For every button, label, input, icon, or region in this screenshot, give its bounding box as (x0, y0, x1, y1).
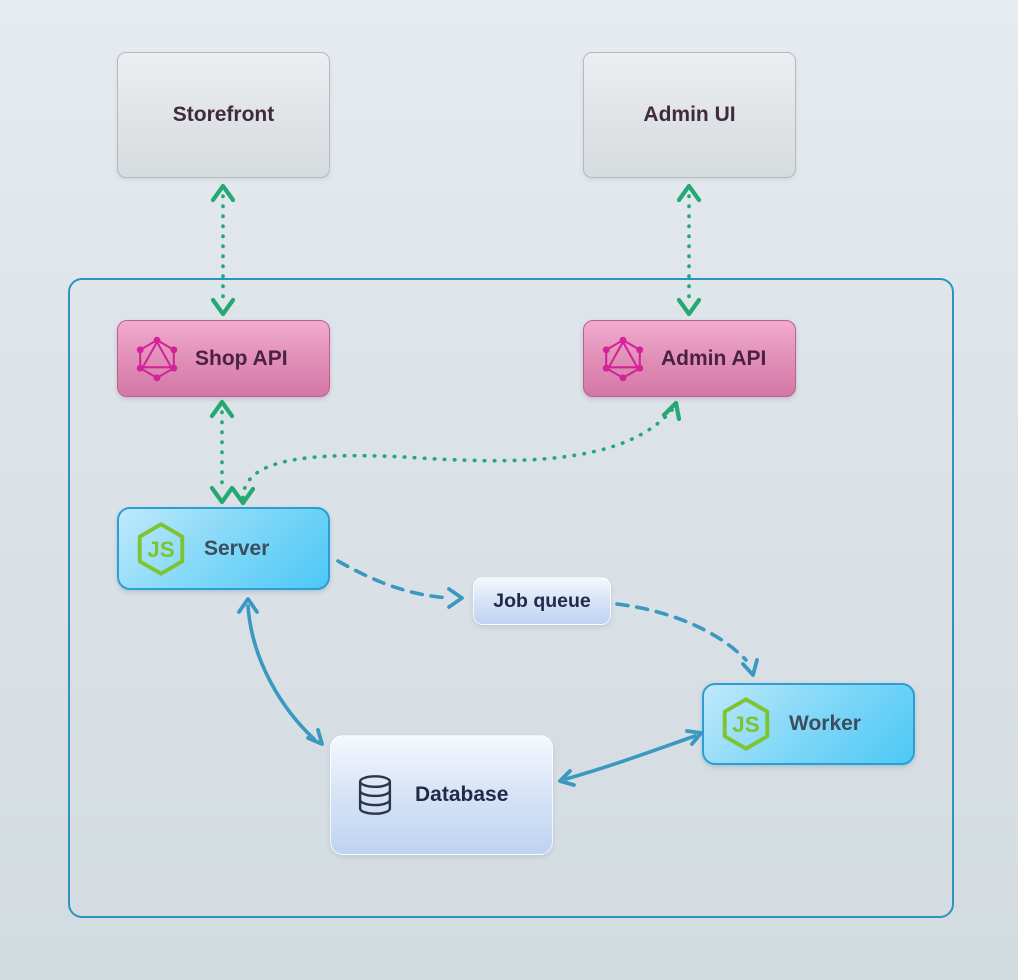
svg-text:JS: JS (147, 536, 174, 561)
node-database: Database (330, 735, 553, 855)
nodejs-icon: JS (133, 521, 189, 577)
node-worker: JS Worker (702, 683, 915, 765)
node-label: Shop API (195, 346, 288, 370)
node-server: JS Server (117, 507, 330, 590)
node-job-queue: Job queue (473, 577, 611, 625)
node-label: Storefront (172, 103, 275, 126)
node-admin-ui: Admin UI (583, 52, 796, 178)
node-label: Database (415, 783, 509, 806)
server-boundary-box (68, 278, 954, 918)
node-label: Server (204, 536, 270, 560)
node-label: Worker (789, 712, 861, 735)
nodejs-icon: JS (718, 696, 774, 752)
graphql-icon (134, 336, 180, 382)
database-icon (351, 771, 399, 819)
node-label: Job queue (493, 589, 591, 612)
node-admin-api: Admin API (583, 320, 796, 397)
graphql-icon (600, 336, 646, 382)
node-label: Admin API (661, 346, 767, 370)
node-storefront: Storefront (117, 52, 330, 178)
svg-text:JS: JS (732, 712, 759, 737)
node-label: Admin UI (643, 103, 736, 126)
node-shop-api: Shop API (117, 320, 330, 397)
